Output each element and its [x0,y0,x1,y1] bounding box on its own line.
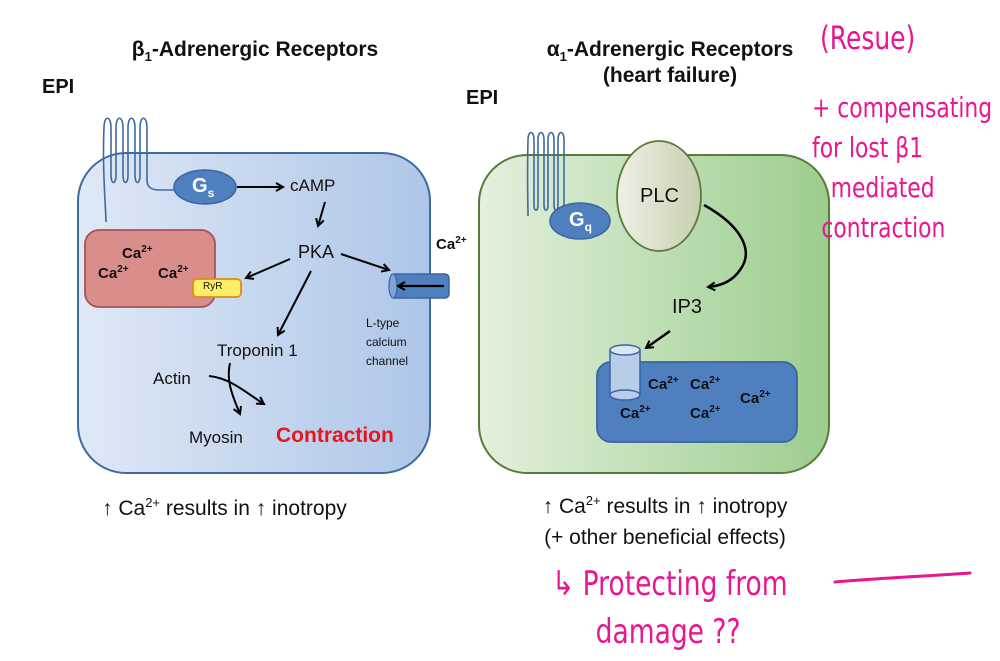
handwritten-note-rescue: (Resue) [820,20,915,56]
pka-label: PKA [298,242,335,262]
beta1-receptor-icon [102,117,178,223]
store-calcium-2: Ca2+ [690,375,721,393]
sr-calcium-2: Ca2+ [98,264,129,282]
caption-charge: 2+ [585,493,601,508]
store-calcium-3: Ca2+ [740,389,771,407]
l-type-channel-label: L-type calcium channel [366,314,408,371]
store-calcium-4: Ca2+ [620,404,651,422]
ca-text: Ca [158,265,178,282]
ca-charge: 2+ [639,404,651,415]
g-subscript: q [584,220,592,234]
ca-text: Ca [122,245,142,262]
sr-calcium-3: Ca2+ [158,264,189,282]
arrow-actin-contraction [208,375,264,404]
note-line: + compensating [812,91,993,124]
ca-charge: 2+ [117,264,129,275]
title-greek: β [131,38,145,61]
channel-top [609,344,641,356]
channel-opening [388,273,398,299]
ca-charge: 2+ [141,244,153,255]
extracellular-calcium: Ca2+ [436,235,467,253]
caption-right: ↑ Ca2+ results in ↑ inotropy (+ other be… [495,485,835,553]
beta1-title: β1-Adrenergic Receptors [105,38,405,64]
handwritten-note-compensating: + compensating for lost β1 mediated cont… [812,88,992,248]
plc-label: PLC [640,185,679,207]
ca-charge: 2+ [667,375,679,386]
note-line: ↳ Protecting from [552,564,788,604]
troponin-label: Troponin 1 [217,341,298,360]
arrow-plc-ip3 [703,203,747,287]
handwritten-note-protecting: ↳ Protecting from damage ?? [552,560,788,656]
myosin-label: Myosin [189,428,243,447]
gs-protein-icon [173,169,237,205]
channel-label-line: L-type [366,316,400,330]
ca-text: Ca [98,265,118,282]
sr-calcium-1: Ca2+ [122,244,153,262]
ca-text: Ca [436,236,456,253]
note-line: for lost β1 [812,131,924,164]
ca-text: Ca [690,405,710,422]
ca-text: Ca [648,376,668,393]
sarcoplasmic-reticulum [84,229,216,308]
arrow-camp-pka [318,201,326,226]
caption-left: ↑ Ca2+ results in ↑ inotropy [102,495,347,521]
ca-text: Ca [740,390,760,407]
caption-part: ↑ Ca [102,497,146,520]
ryr-label: RyR [203,281,223,292]
arrow-pka-ryr [246,258,291,278]
title-greek: α [546,38,560,61]
store-calcium-1: Ca2+ [648,375,679,393]
ca-charge: 2+ [709,404,721,415]
gs-label: Gs [192,175,214,200]
caption-part: results in ↑ inotropy [600,495,788,518]
camp-label: cAMP [290,176,336,195]
g-subscript: s [207,186,215,200]
ca-text: Ca [620,405,640,422]
annotation-underline-stroke [833,571,972,584]
alpha1-title: α1-Adrenergic Receptors (heart failure) [520,38,820,88]
arrow-pka-troponin [278,270,312,335]
arrow-troponin-myosin [227,362,240,414]
calcium-store [596,361,798,443]
arrow-pka-channel [340,253,389,270]
ip3-receptor-channel-icon [609,349,641,396]
title-subscript: 1 [559,49,567,65]
title-text: -Adrenergic Receptors [151,38,379,61]
ca-charge: 2+ [177,264,189,275]
title-subscript: 1 [144,49,152,65]
title-text: -Adrenergic Receptors [566,38,794,61]
channel-label-line: calcium [366,335,407,349]
contraction-label: Contraction [276,424,394,447]
ca-text: Ca [690,376,710,393]
epi-label-left: EPI [42,76,75,98]
note-line: mediated [830,171,935,204]
actin-label: Actin [153,369,191,388]
note-line: (Resue) [820,19,916,57]
g-letter: G [192,175,208,197]
ca-charge: 2+ [709,375,721,386]
arrow-ip3-receptor [646,329,671,348]
caption-part: ↑ Ca [542,495,586,518]
caption-line2: (+ other beneficial effects) [544,526,786,549]
ca-charge: 2+ [455,235,467,246]
plc-enzyme-icon [616,140,702,252]
ca-charge: 2+ [759,389,771,400]
channel-label-line: channel [366,354,409,368]
gq-protein-icon [549,202,611,240]
gq-label: Gq [569,209,592,234]
note-line: contraction [821,211,946,244]
epi-label-right: EPI [466,87,499,109]
caption-charge: 2+ [145,495,161,510]
g-letter: G [569,209,585,231]
caption-part: results in ↑ inotropy [160,497,347,520]
title-subtitle: (heart failure) [602,64,738,88]
channel-bottom [609,389,641,401]
ryr-channel-icon [192,278,242,298]
store-calcium-5: Ca2+ [690,404,721,422]
ip3-label: IP3 [672,296,703,318]
note-line: damage ?? [595,612,741,652]
